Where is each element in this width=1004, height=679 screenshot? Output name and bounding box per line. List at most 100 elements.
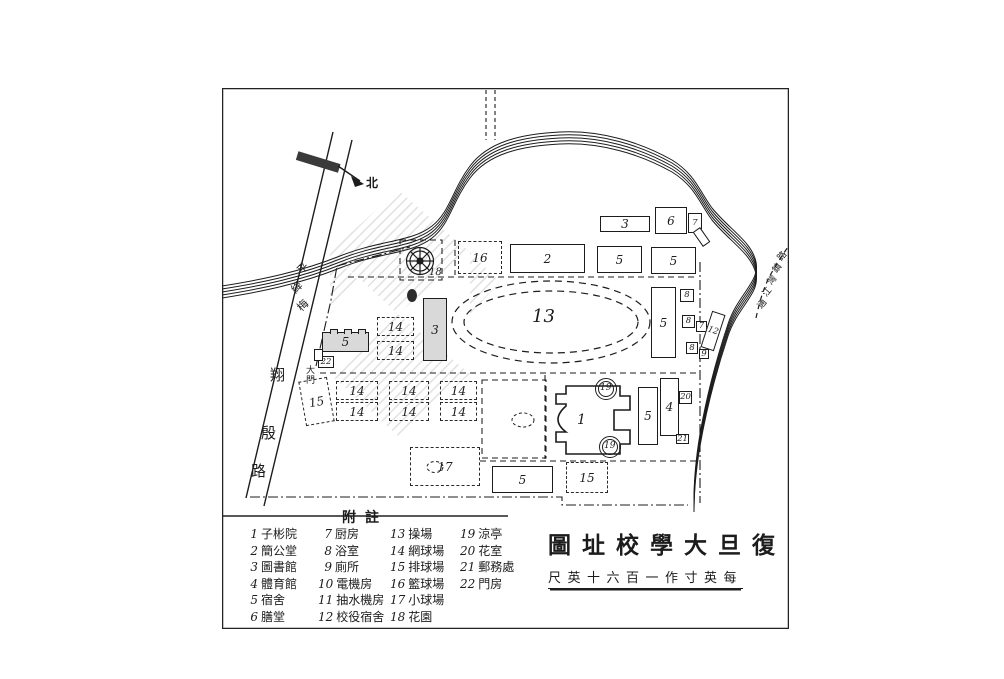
court-16: 16 [458, 241, 502, 274]
building-21: 21 [676, 434, 689, 444]
map-number: 14 [450, 404, 467, 419]
map-number: 21 [677, 433, 688, 444]
legend-item-name: 子彬院 [261, 527, 298, 541]
legend-item-number: 18 [390, 609, 406, 624]
map-number: 9 [701, 348, 707, 359]
map-number-1: 1 [577, 412, 586, 428]
legend-item-name: 花室 [478, 543, 503, 558]
map-number: 5 [659, 315, 668, 330]
court-14: 14 [440, 402, 477, 421]
court-14: 14 [336, 381, 378, 400]
legend-item-number: 10 [318, 576, 334, 591]
legend-item-number: 12 [318, 609, 334, 624]
legend-item-name: 電機房 [336, 576, 373, 591]
legend-item-number: 5 [250, 593, 258, 607]
legend-item-name: 膳堂 [261, 609, 286, 624]
legend-item-number: 13 [390, 527, 406, 541]
road-name-char: 殷 [261, 424, 277, 442]
building-5: 5 [638, 387, 658, 445]
north-label: 北 [366, 176, 379, 190]
court-15: 15 [566, 462, 608, 493]
legend-item-name: 宿舍 [261, 593, 286, 607]
legend-item-name: 廁所 [335, 560, 360, 574]
building-20: 20 [679, 391, 692, 404]
building-2: 2 [510, 244, 585, 273]
pavilion-inner-ring [598, 381, 614, 397]
legend-item-name: 郵務處 [478, 560, 515, 574]
legend-item-name: 校役宿舍 [336, 609, 385, 624]
legend-item-name: 浴室 [335, 543, 360, 558]
map-number: 7 [698, 321, 705, 332]
legend-item-name: 抽水機房 [336, 593, 385, 607]
legend-item-number: 3 [250, 560, 258, 574]
road-name-char: 翔 [270, 366, 286, 384]
map-number: 5 [341, 335, 350, 349]
building-5: 5 [597, 246, 642, 273]
building-5: 5 [492, 466, 553, 493]
legend-item-name: 體育館 [261, 576, 298, 591]
legend-item-name: 簡公堂 [261, 543, 298, 558]
map-number: 14 [387, 343, 404, 358]
map-number: 5 [644, 409, 652, 423]
court-14: 14 [389, 402, 429, 421]
legend-item-name: 網球場 [408, 543, 445, 558]
map-number: 22 [320, 356, 332, 367]
legend-item-number: 16 [390, 576, 406, 591]
map-scale: 尺英十六百一作寸英每 [548, 567, 744, 589]
legend-item-number: 7 [324, 527, 332, 541]
map-number: 8 [684, 290, 690, 301]
legend-item-number: 1 [250, 527, 258, 541]
building-4: 4 [660, 378, 679, 436]
road-name-char: 路 [251, 462, 267, 480]
map-number: 3 [621, 217, 629, 231]
map-number: 7 [692, 217, 698, 228]
map-number: 12 [706, 324, 720, 338]
map-number-13: 13 [532, 306, 555, 327]
map-number: 17 [437, 459, 453, 474]
legend-item-name: 花園 [408, 609, 433, 624]
legend-item-number: 8 [324, 543, 332, 558]
legend-item-number: 22 [460, 576, 476, 591]
legend-item-number: 14 [390, 543, 406, 558]
legend-item-name: 門房 [478, 576, 503, 591]
map-number: 2 [543, 251, 552, 266]
legend-item-number: 6 [250, 609, 258, 624]
legend-item-number: 11 [318, 593, 334, 607]
legend-item-number: 15 [390, 560, 406, 574]
building-5: 5 [322, 329, 369, 352]
legend-item-number: 2 [250, 543, 258, 558]
map-number: 14 [349, 404, 365, 419]
pavilion-circle [599, 436, 621, 458]
map-number: 14 [401, 383, 417, 398]
map-number: 6 [667, 213, 675, 228]
map-number: 14 [349, 383, 365, 398]
map-number: 15 [307, 393, 326, 410]
map-number-19: 19 [604, 441, 616, 451]
legend-item-name: 籃球場 [408, 576, 445, 591]
map-number: 14 [401, 404, 417, 419]
map-number: 8 [685, 316, 692, 327]
building-8: 8 [682, 315, 695, 328]
map-number: 5 [615, 252, 624, 267]
legend-item-name: 操場 [408, 527, 433, 541]
